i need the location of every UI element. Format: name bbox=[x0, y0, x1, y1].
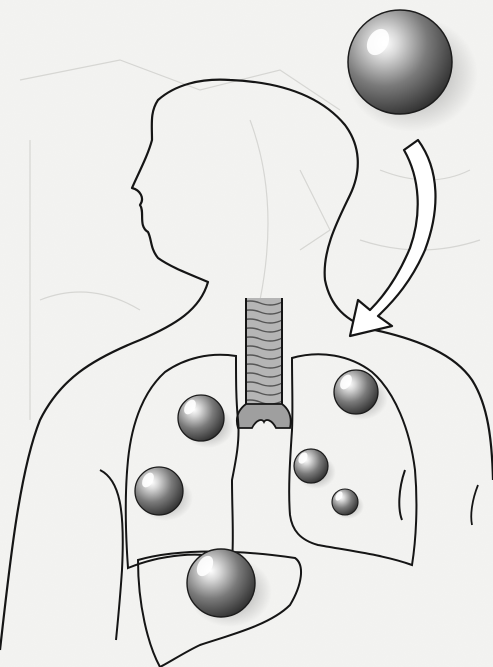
metastasis-diagram bbox=[0, 0, 493, 667]
diagram-page bbox=[0, 0, 493, 667]
